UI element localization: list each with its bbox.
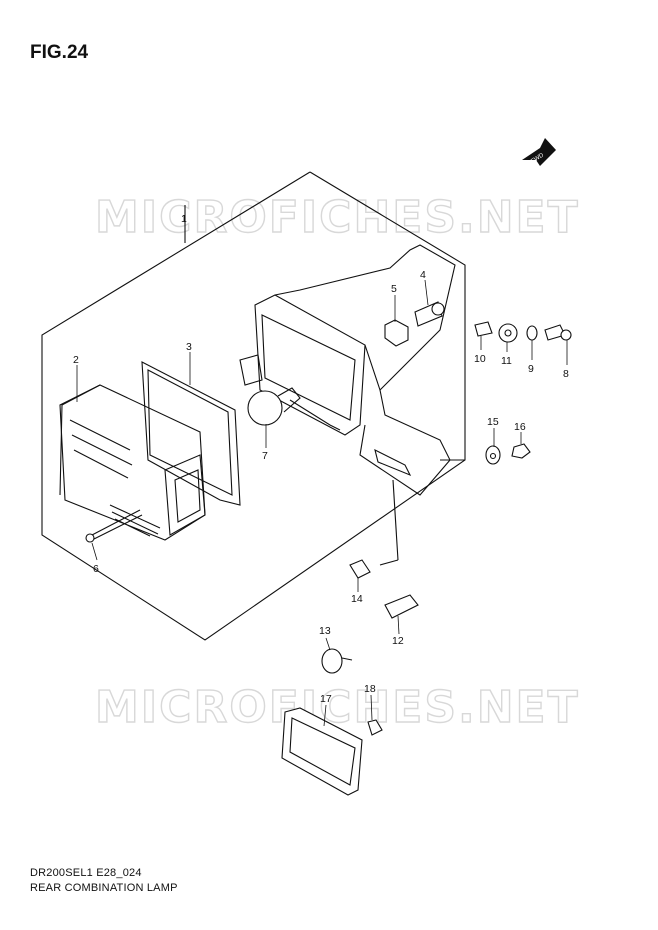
lamp-bulb <box>247 387 301 426</box>
reflector-cap <box>321 648 353 674</box>
reflector <box>281 707 383 796</box>
callout-4: 4 <box>420 269 426 281</box>
lens-gasket <box>141 361 241 506</box>
callout-15: 15 <box>487 416 499 428</box>
tail-lamp-lens <box>59 384 206 541</box>
leader-lines <box>76 279 568 727</box>
washer-nut <box>485 443 531 465</box>
callout-6: 6 <box>93 563 99 575</box>
callout-14: 14 <box>351 593 363 605</box>
callout-12: 12 <box>392 635 404 647</box>
watermark-bottom: MICROFICHES.NET <box>95 682 580 733</box>
fwd-arrow-icon: FWD <box>522 138 556 166</box>
assembly-outline <box>41 171 466 641</box>
callout-18: 18 <box>364 683 376 695</box>
housing-bolt-collar <box>384 301 445 347</box>
model-code: DR200SEL1 E28_024 <box>30 867 142 879</box>
callout-13: 13 <box>319 625 331 637</box>
callout-16: 16 <box>514 421 526 433</box>
lens-screw <box>85 509 143 543</box>
callout-9: 9 <box>528 363 534 375</box>
lamp-housing <box>239 244 456 496</box>
callout-8: 8 <box>563 368 569 380</box>
section-name: REAR COMBINATION LAMP <box>30 882 178 894</box>
watermark-top: MICROFICHES.NET <box>95 192 580 243</box>
callout-1: 1 <box>181 213 187 225</box>
callout-2: 2 <box>73 354 79 366</box>
callout-5: 5 <box>391 283 397 295</box>
callout-7: 7 <box>262 450 268 462</box>
figure-title: FIG.24 <box>30 42 89 63</box>
bolt-and-socket <box>349 479 419 619</box>
callout-11: 11 <box>501 355 512 367</box>
callout-3: 3 <box>186 341 192 353</box>
mounting-hardware <box>474 321 572 343</box>
callout-10: 10 <box>474 353 486 365</box>
callout-17: 17 <box>320 693 332 705</box>
